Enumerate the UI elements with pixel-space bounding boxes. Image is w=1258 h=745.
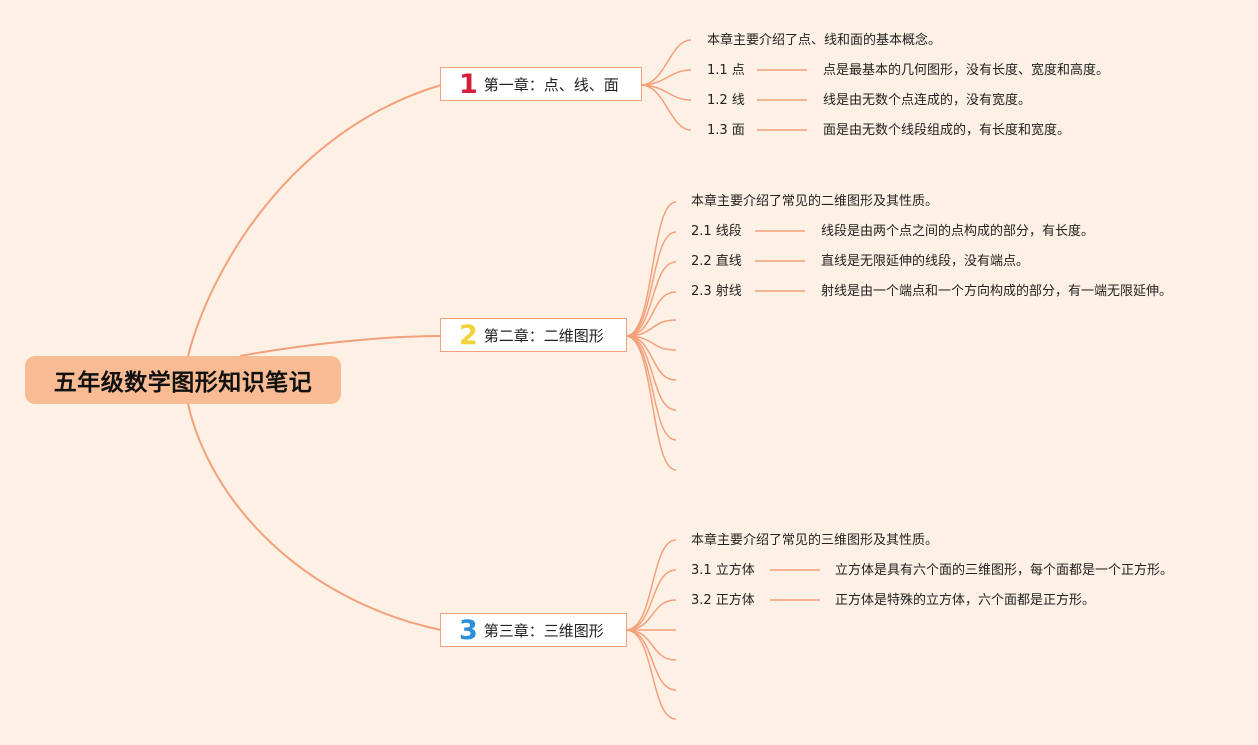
connector-root-chapter-3 — [187, 403, 442, 631]
connector-c2-branch-3 — [625, 261, 677, 337]
section-2-1-desc[interactable]: 线段是由两个点之间的点构成的部分，有长度。 — [821, 224, 1095, 239]
section-1-2-desc[interactable]: 线是由无数个点连成的，没有宽度。 — [823, 93, 1032, 108]
connector-c2-branch-2 — [625, 231, 677, 337]
connector-c3-branch-6 — [625, 629, 677, 691]
connector-c2-branch-7 — [625, 335, 677, 381]
section-2-3-label[interactable]: 2.3 射线 — [691, 284, 742, 299]
connector-root-chapter-1 — [187, 84, 442, 357]
chapter-number-3-icon: 3 — [459, 614, 478, 646]
connector-root-chapter-2 — [239, 335, 442, 357]
chapter-node-2[interactable]: 2 第二章：二维图形 — [440, 318, 627, 352]
connector-c1-s3 — [640, 84, 692, 131]
chapter-title-3: 第三章：三维图形 — [483, 621, 604, 640]
section-3-2-desc[interactable]: 正方体是特殊的立方体，六个面都是正方形。 — [835, 593, 1096, 608]
chapter-title-2: 第二章：二维图形 — [483, 326, 604, 345]
chapter-node-1[interactable]: 1 第一章：点、线、面 — [440, 67, 642, 101]
connector-c2-branch-5 — [625, 319, 677, 337]
section-1-2-label[interactable]: 1.2 线 — [707, 93, 745, 108]
section-2-2-desc[interactable]: 直线是无限延伸的线段，没有端点。 — [821, 254, 1030, 269]
section-3-2-label[interactable]: 3.2 正方体 — [691, 593, 755, 608]
chapter-3-intro[interactable]: 本章主要介绍了常见的三维图形及其性质。 — [691, 533, 939, 548]
chapter-1-intro[interactable]: 本章主要介绍了点、线和面的基本概念。 — [707, 33, 942, 48]
root-title: 五年级数学图形知识笔记 — [53, 370, 313, 396]
connector-c2-branch-4 — [625, 291, 677, 337]
chapter-number-1-icon: 1 — [459, 68, 478, 100]
section-1-3-label[interactable]: 1.3 面 — [707, 123, 745, 138]
chapter-title-1: 第一章：点、线、面 — [483, 75, 619, 94]
section-3-1-desc[interactable]: 立方体是具有六个面的三维图形，每个面都是一个正方形。 — [835, 563, 1174, 578]
connector-c2-branch-9 — [625, 335, 677, 441]
section-1-1-desc[interactable]: 点是最基本的几何图形，没有长度、宽度和高度。 — [823, 63, 1110, 78]
section-3-1-label[interactable]: 3.1 立方体 — [691, 563, 755, 578]
section-2-2-label[interactable]: 2.2 直线 — [691, 254, 742, 269]
connector-c3-branch-2 — [625, 569, 677, 631]
connector-c3-branch-7 — [625, 629, 677, 720]
connector-c3-branch-1 — [625, 539, 677, 631]
root-node[interactable]: 五年级数学图形知识笔记 — [25, 356, 341, 404]
chapter-node-3[interactable]: 3 第三章：三维图形 — [440, 613, 627, 647]
chapter-number-2-icon: 2 — [459, 319, 478, 351]
connector-c1-intro — [640, 39, 692, 86]
section-2-1-label[interactable]: 2.1 线段 — [691, 224, 742, 239]
section-1-1-label[interactable]: 1.1 点 — [707, 63, 745, 78]
connector-c2-branch-10 — [625, 335, 677, 471]
section-2-3-desc[interactable]: 射线是由一个端点和一个方向构成的部分，有一端无限延伸。 — [821, 284, 1173, 299]
chapter-2-intro[interactable]: 本章主要介绍了常见的二维图形及其性质。 — [691, 194, 939, 209]
connector-c3-branch-3 — [625, 599, 677, 631]
section-1-3-desc[interactable]: 面是由无数个线段组成的，有长度和宽度。 — [823, 123, 1071, 138]
connector-c2-branch-1 — [625, 201, 677, 337]
connector-c3-branch-5 — [625, 629, 677, 661]
